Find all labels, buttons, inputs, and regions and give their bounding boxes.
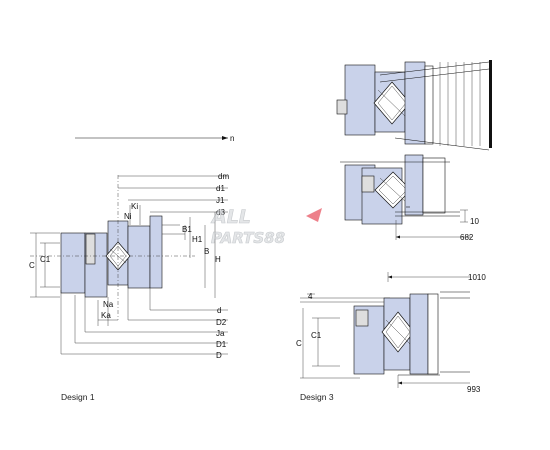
design3-drawing bbox=[300, 272, 470, 388]
C1-label: C1 bbox=[40, 255, 51, 264]
design3-C1-label: C1 bbox=[311, 331, 322, 340]
dim-682-label: 682 bbox=[460, 233, 474, 242]
n-label: n bbox=[230, 134, 234, 143]
Ni-label: Ni bbox=[124, 212, 132, 221]
dim-993-label: 993 bbox=[467, 385, 481, 394]
design1-drawing bbox=[30, 136, 228, 355]
B-label: B bbox=[204, 247, 209, 256]
flame-icon bbox=[306, 208, 322, 222]
design3-caption: Design 3 bbox=[300, 392, 334, 402]
design3-C-label: C bbox=[296, 339, 302, 348]
dim-10-label: 10 bbox=[470, 217, 479, 226]
D1-label: D1 bbox=[216, 340, 227, 349]
dim-1010-label: 1010 bbox=[468, 273, 486, 282]
watermark-logo: ALL PARTS88 bbox=[210, 206, 322, 247]
svg-text:ALL: ALL bbox=[210, 206, 251, 228]
Na-label: Na bbox=[103, 300, 114, 309]
d3-label: d3 bbox=[216, 208, 225, 217]
Ja-label: Ja bbox=[216, 329, 225, 338]
D-label: D bbox=[216, 351, 222, 360]
C-label: C bbox=[29, 261, 35, 270]
dm-label: dm bbox=[218, 172, 229, 181]
H-label: H bbox=[215, 255, 221, 264]
d-label: d bbox=[217, 306, 221, 315]
design1-caption: Design 1 bbox=[61, 392, 95, 402]
top-detail-view bbox=[336, 60, 492, 151]
svg-text:PARTS88: PARTS88 bbox=[211, 229, 285, 247]
middle-detail-view bbox=[340, 154, 472, 240]
D2-label: D2 bbox=[216, 318, 227, 327]
J1-label: J1 bbox=[216, 196, 225, 205]
Ka-label: Ka bbox=[101, 311, 111, 320]
dim-4-label: 4 bbox=[308, 292, 313, 301]
d1-label: d1 bbox=[216, 184, 225, 193]
B1-label: B1 bbox=[182, 225, 192, 234]
H1-label: H1 bbox=[192, 235, 203, 244]
Ki-label: Ki bbox=[131, 202, 138, 211]
